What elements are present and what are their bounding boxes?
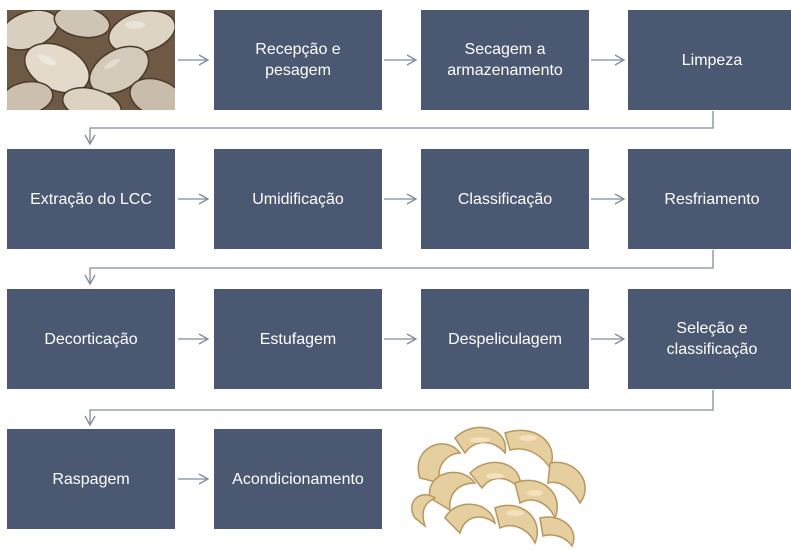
step-despeliculagem: Despeliculagem bbox=[421, 289, 589, 389]
step-label: Resfriamento bbox=[664, 190, 760, 208]
step-acondicionamento: Acondicionamento bbox=[214, 429, 382, 529]
step-label: Limpeza bbox=[681, 51, 743, 69]
step-secagem-armazenamento: Secagem a armazenamento bbox=[421, 10, 589, 110]
step-label: Seleção e classificação bbox=[666, 320, 758, 358]
roasted-cashew-kernels-photo bbox=[411, 426, 586, 548]
raw-cashew-nuts-photo bbox=[7, 10, 175, 110]
arrow-resfriamento-to-decorticacao bbox=[84, 250, 714, 286]
step-label: Decorticação bbox=[44, 330, 138, 348]
step-resfriamento: Resfriamento bbox=[628, 149, 791, 249]
step-label: Recepção e pesagem bbox=[255, 41, 341, 79]
step-decorticacao: Decorticação bbox=[7, 289, 175, 389]
arrow-limpeza-to-extracao bbox=[84, 111, 714, 146]
step-label: Secagem a armazenamento bbox=[447, 41, 563, 79]
step-label: Extração do LCC bbox=[30, 190, 152, 208]
arrow-selecao-to-raspagem bbox=[84, 390, 714, 427]
step-label: Despeliculagem bbox=[448, 330, 562, 348]
step-classificacao: Classificação bbox=[421, 149, 589, 249]
step-umidificacao: Umidificação bbox=[214, 149, 382, 249]
step-limpeza: Limpeza bbox=[628, 10, 791, 110]
step-label: Raspagem bbox=[52, 470, 130, 488]
step-label: Classificação bbox=[457, 190, 553, 208]
step-label: Estufagem bbox=[259, 330, 337, 348]
step-extracao-lcc: Extração do LCC bbox=[7, 149, 175, 249]
step-raspagem: Raspagem bbox=[7, 429, 175, 529]
step-label: Umidificação bbox=[252, 190, 344, 208]
step-estufagem: Estufagem bbox=[214, 289, 382, 389]
step-selecao-classificacao: Seleção e classificação bbox=[628, 289, 791, 389]
step-label: Acondicionamento bbox=[232, 470, 364, 488]
step-recepcao-pesagem: Recepção e pesagem bbox=[214, 10, 382, 110]
